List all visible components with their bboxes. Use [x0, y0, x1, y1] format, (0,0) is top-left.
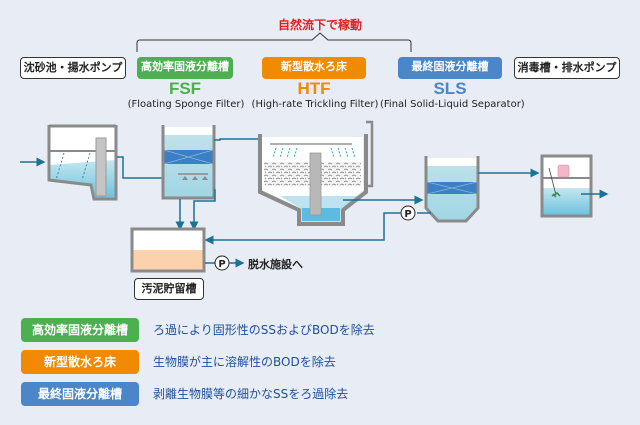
htf-ventilation-pipe: [364, 120, 374, 188]
sls-full-name: (Final Solid-Liquid Separator): [380, 99, 525, 110]
natural-flow-label: 自然流下で稼動: [277, 18, 362, 32]
sludge-storage-tank: [130, 227, 206, 273]
chlorine-feeder: [557, 164, 570, 178]
fsf-tank: [161, 125, 216, 200]
natural-flow-bracket: [136, 32, 412, 52]
legend: 高効率固液分離槽 ろ過により固形性のSSおよびBODを除去 新型散水ろ床 生物膜…: [21, 318, 375, 406]
legend-desc-fsf: ろ過により固形性のSSおよびBODを除去: [153, 323, 375, 337]
legend-desc-sls: 剥離生物膜等の細かなSSをろ過除去: [153, 387, 349, 401]
htf-center-column: [309, 152, 322, 216]
sls-pump-symbol: P: [404, 209, 411, 220]
fsf-full-name: (Floating Sponge Filter): [127, 99, 245, 110]
lift-pump-pipe: [95, 137, 107, 197]
fsf-abbr: FSF: [168, 79, 202, 98]
legend-badge-htf: 新型散水ろ床: [21, 350, 139, 374]
legend-item-sls: 最終固液分離槽 剥離生物膜等の細かなSSをろ過除去: [21, 382, 375, 406]
disinfection-tank: [540, 154, 593, 218]
sls-label: 最終固液分離槽: [398, 57, 502, 79]
legend-badge-fsf: 高効率固液分離槽: [21, 318, 139, 342]
legend-badge-sls: 最終固液分離槽: [21, 382, 139, 406]
sls-abbr: SLS: [433, 79, 467, 98]
legend-desc-htf: 生物膜が主に溶解性のBODを除去: [153, 355, 336, 369]
htf-abbr: HTF: [297, 79, 331, 98]
htf-full-name: (High-rate Trickling Filter): [251, 99, 379, 110]
htf-label: 新型散水ろ床: [262, 57, 366, 79]
sludge-tank-label: 汚泥貯留槽: [134, 278, 204, 300]
to-dewatering-label: 脱水施設へ: [248, 258, 303, 271]
grit-chamber-label: 沈砂池・揚水ポンプ: [20, 57, 126, 79]
bracket-group: [136, 32, 412, 52]
sludge-pump-symbol: P: [218, 259, 225, 270]
legend-item-fsf: 高効率固液分離槽 ろ過により固形性のSSおよびBODを除去: [21, 318, 375, 342]
legend-item-htf: 新型散水ろ床 生物膜が主に溶解性のBODを除去: [21, 350, 375, 374]
disinfection-label: 消毒槽・排水ポンプ: [514, 57, 620, 79]
process-diagram: P P: [20, 120, 609, 273]
grit-chamber-tank: [47, 124, 118, 201]
fsf-label: 高効率固液分離槽: [137, 57, 233, 79]
sls-tank: [424, 156, 480, 223]
htf-tank: [258, 120, 374, 226]
